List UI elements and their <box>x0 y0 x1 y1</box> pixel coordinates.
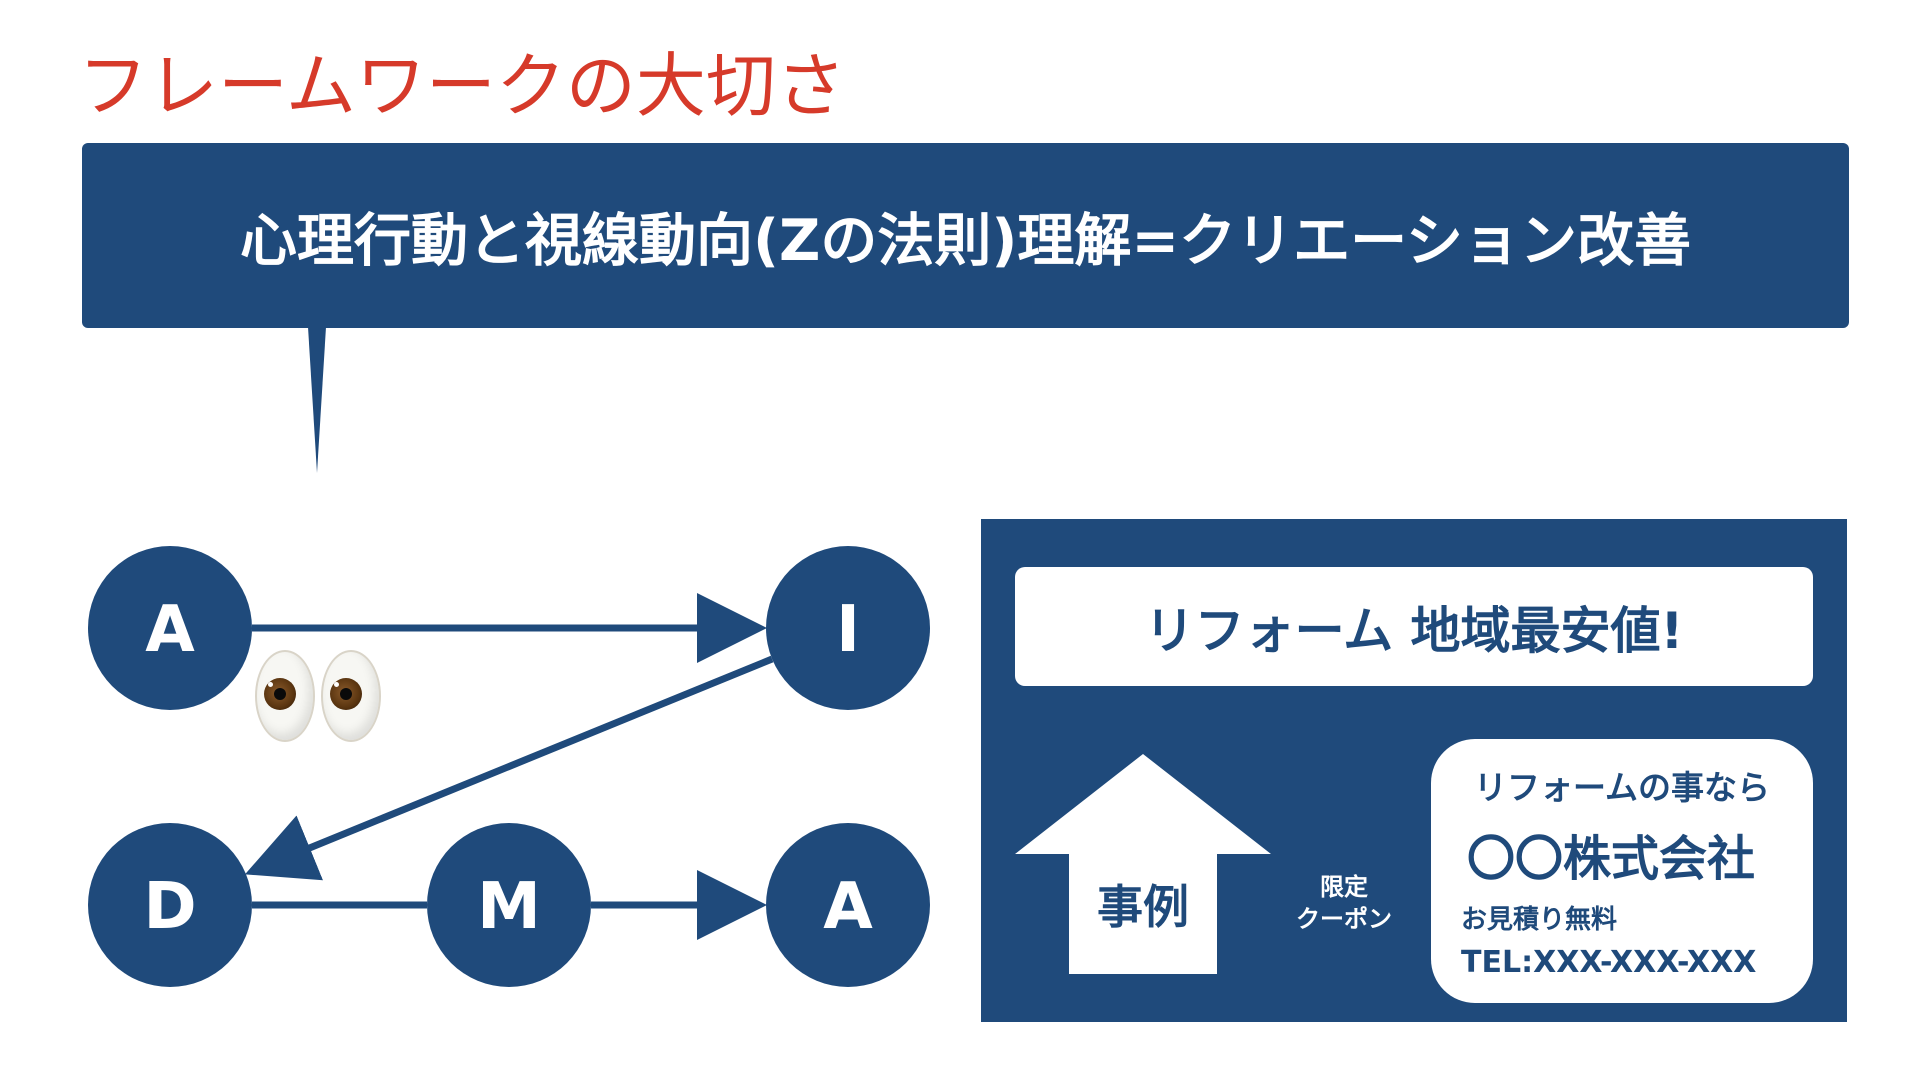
flow-node-label-i: I <box>836 593 860 667</box>
left-eye-icon <box>255 650 315 742</box>
ad-headline-box: リフォーム 地域最安値! <box>1015 567 1813 686</box>
ad-sample-panel: リフォーム 地域最安値! 事例 限定 クーポン リフォームの事なら 〇〇株式会社… <box>981 519 1847 1022</box>
coupon-line-2: クーポン <box>1296 905 1392 934</box>
flow-node-d <box>88 823 252 987</box>
flow-node-a1 <box>88 546 252 710</box>
house-label: 事例 <box>1097 880 1189 934</box>
callout-box: 心理行動と視線動向(Zの法則)理解=クリエーション改善 <box>82 143 1849 328</box>
flow-edge-i-d <box>244 655 774 881</box>
company-tagline: リフォームの事なら <box>1473 768 1770 807</box>
flow-node-m <box>427 823 591 987</box>
coupon-label: 限定 クーポン <box>1289 871 1399 936</box>
flow-node-i <box>766 546 930 710</box>
house-icon: 事例 <box>1015 754 1271 974</box>
coupon-line-1: 限定 <box>1320 873 1368 901</box>
company-name: 〇〇株式会社 <box>1467 831 1756 887</box>
ad-headline: リフォーム 地域最安値! <box>1144 601 1684 660</box>
phone-number: TEL:XXX-XXX-XXX <box>1461 945 1757 980</box>
flow-node-label-a1: A <box>145 593 195 667</box>
company-info-box: リフォームの事なら 〇〇株式会社 お見積り無料 TEL:XXX-XXX-XXX <box>1431 739 1813 1003</box>
flow-node-label-m: M <box>477 870 541 944</box>
right-eye-icon <box>321 650 381 742</box>
flow-node-label-d: D <box>143 870 196 944</box>
eyes-emoji-icon <box>255 650 381 742</box>
free-estimate-text: お見積り無料 <box>1461 905 1618 935</box>
callout-text: 心理行動と視線動向(Zの法則)理解=クリエーション改善 <box>239 207 1692 274</box>
flow-node-a2 <box>766 823 930 987</box>
flow-node-label-a2: A <box>823 870 873 944</box>
page-title: フレームワークの大切さ <box>78 45 846 127</box>
